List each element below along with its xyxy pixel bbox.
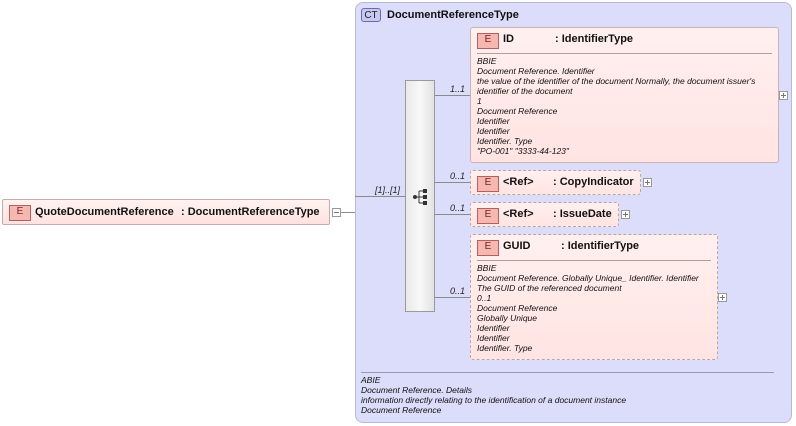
annotation-separator [477, 53, 772, 54]
element-annotation: BBIE Document Reference. Identifier the … [477, 56, 755, 156]
element-type: : IdentifierType [555, 33, 634, 45]
annotation-line: Identifier [477, 126, 510, 136]
sequence-multiplicity: [1]..[1] [375, 185, 401, 195]
root-element-name: QuoteDocumentReference [35, 206, 174, 218]
annotation-line: 1 [477, 96, 482, 106]
complex-type-badge: CT [361, 8, 381, 22]
element-name: GUID [503, 240, 531, 252]
element-type: : CopyIndicator [553, 176, 634, 188]
connector-line [435, 182, 470, 183]
connector-line [341, 212, 355, 213]
connector-line [355, 196, 405, 197]
expand-toggle-icon[interactable] [779, 91, 788, 100]
element-multiplicity: 0..1 [450, 286, 466, 296]
element-box-guid[interactable]: E GUID : IdentifierType BBIE Document Re… [470, 234, 718, 360]
annotation-line: "PO-001" "3333-44-123" [477, 146, 569, 156]
annotation-line: the value of the identifier of the docum… [477, 76, 756, 86]
element-badge: E [477, 176, 499, 192]
annotation-line: Document Reference [477, 303, 558, 313]
element-badge: E [477, 240, 499, 256]
annotation-line: Identifier [477, 323, 510, 333]
annotation-line: Identifier. Type [477, 136, 533, 146]
collapse-toggle-icon[interactable] [332, 208, 341, 217]
element-multiplicity: 1..1 [450, 84, 466, 94]
annotation-line: Globally Unique [477, 313, 538, 323]
annotation-line: Document Reference. Details [361, 385, 473, 395]
element-type: : IssueDate [553, 208, 612, 220]
root-element-type: : DocumentReferenceType [181, 206, 320, 218]
connector-line [435, 214, 470, 215]
annotation-separator [361, 372, 774, 373]
complex-type-name: DocumentReferenceType [387, 9, 519, 21]
annotation-line: Document Reference [361, 405, 442, 415]
element-box-id[interactable]: E ID : IdentifierType BBIE Document Refe… [470, 27, 779, 163]
connector-line [435, 297, 470, 298]
connector-line [435, 95, 470, 96]
annotation-line: BBIE [477, 263, 497, 273]
root-element-box[interactable]: E QuoteDocumentReference : DocumentRefer… [2, 199, 330, 225]
element-name: <Ref> [503, 208, 534, 220]
element-multiplicity: 0..1 [450, 203, 466, 213]
annotation-line: Identifier [477, 333, 510, 343]
element-multiplicity: 0..1 [450, 171, 466, 181]
annotation-separator [477, 260, 711, 261]
annotation-line: Document Reference. Globally Unique_ Ide… [477, 273, 699, 283]
element-box-copy-indicator[interactable]: E <Ref> : CopyIndicator [470, 170, 641, 195]
element-name: ID [503, 33, 514, 45]
annotation-line: identifier of the document [477, 86, 573, 96]
element-name: <Ref> [503, 176, 534, 188]
annotation-line: information directly relating to the ide… [361, 395, 627, 405]
element-type: : IdentifierType [561, 240, 640, 252]
annotation-line: Document Reference. Identifier [477, 66, 595, 76]
element-badge: E [477, 33, 499, 49]
annotation-line: Identifier. Type [477, 343, 533, 353]
element-box-issue-date[interactable]: E <Ref> : IssueDate [470, 202, 619, 227]
annotation-line: Document Reference [477, 106, 558, 116]
element-badge: E [477, 208, 499, 224]
annotation-line: The GUID of the referenced document [477, 283, 622, 293]
annotation-line: ABIE [361, 375, 381, 385]
expand-toggle-icon[interactable] [643, 178, 652, 187]
expand-toggle-icon[interactable] [718, 293, 727, 302]
complex-type-annotation: ABIE Document Reference. Details informa… [361, 375, 626, 415]
element-annotation: BBIE Document Reference. Globally Unique… [477, 263, 699, 353]
annotation-line: BBIE [477, 56, 497, 66]
expand-toggle-icon[interactable] [621, 210, 630, 219]
annotation-line: Identifier [477, 116, 510, 126]
element-badge: E [9, 205, 31, 221]
annotation-line: 0..1 [477, 293, 492, 303]
sequence-icon [413, 189, 427, 205]
sequence-compositor[interactable] [405, 80, 435, 312]
